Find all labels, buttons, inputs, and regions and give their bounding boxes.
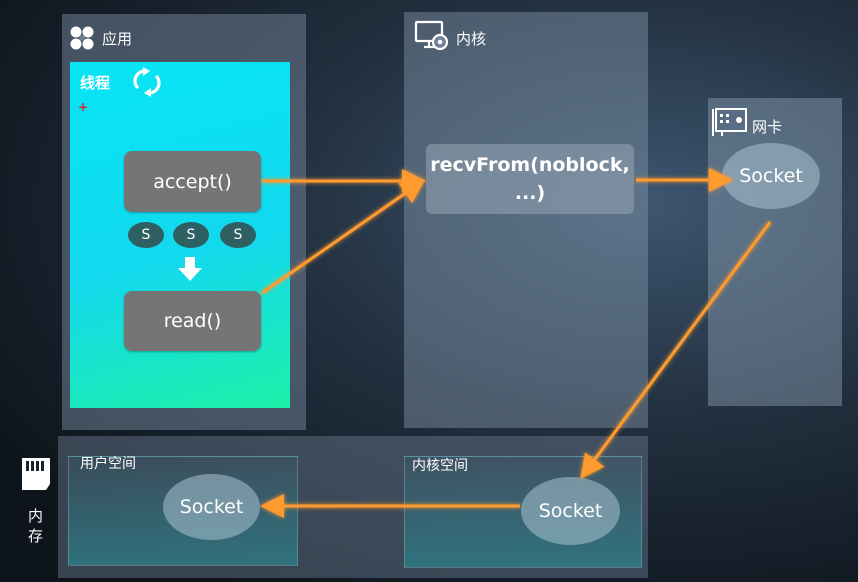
- socket-mark-2: S: [173, 222, 209, 248]
- down-arrow-icon: [178, 257, 202, 281]
- app-grid-icon: [70, 26, 94, 50]
- read-call: read(): [124, 291, 261, 351]
- accept-call: accept(): [124, 151, 261, 212]
- recvfrom-line-2: ...): [514, 182, 546, 204]
- thread-marker: +: [78, 100, 89, 114]
- thread-title: 线程: [80, 74, 111, 92]
- kernel-space-title: 内核空间: [412, 458, 468, 474]
- kernel-title: 内核: [456, 30, 487, 48]
- network-card-icon: [712, 108, 747, 136]
- socket-mark-3: S: [220, 222, 256, 248]
- nic-socket: Socket: [722, 143, 820, 209]
- app-title: 应用: [102, 30, 133, 48]
- refresh-cycle-icon: [133, 67, 161, 97]
- monitor-gear-icon: [414, 20, 449, 51]
- nic-title: 网卡: [752, 118, 783, 136]
- user-space-socket: Socket: [163, 474, 260, 540]
- recvfrom-line-1: recvFrom(noblock,: [430, 154, 630, 176]
- user-space-title: 用户空间: [80, 456, 136, 472]
- memory-title-line-2: 存: [28, 527, 44, 545]
- memory-title-line-1: 内: [28, 507, 44, 525]
- recvfrom-call: recvFrom(noblock, ...): [426, 144, 634, 214]
- kernel-panel: [404, 12, 648, 428]
- socket-mark-1: S: [128, 222, 164, 248]
- kernel-space-socket: Socket: [521, 477, 620, 545]
- memory-title: 内 存: [28, 506, 43, 546]
- memory-card-icon: [22, 458, 50, 490]
